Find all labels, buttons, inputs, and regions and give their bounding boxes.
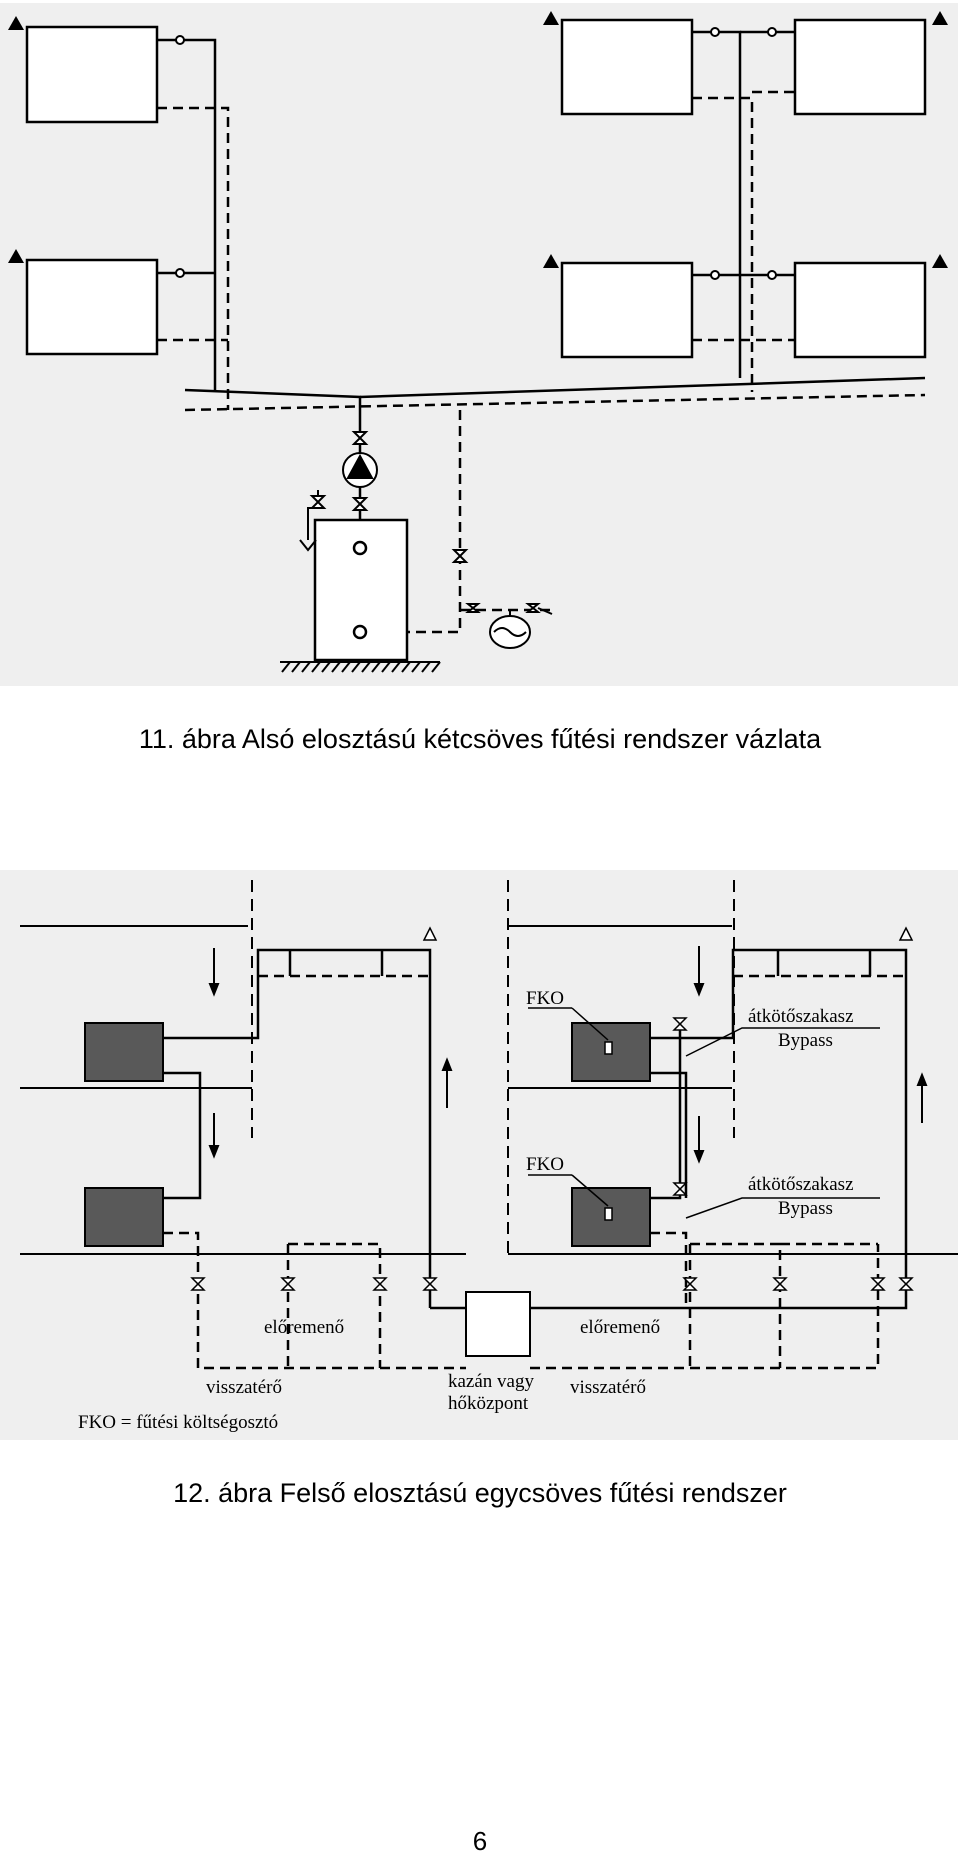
radiator [84, 1022, 164, 1082]
radiator-mid-right-2 [793, 261, 927, 359]
valve-icon [767, 27, 777, 37]
valve-icons [190, 1017, 914, 1291]
valve-icon [351, 431, 369, 445]
air-vent-icon [543, 11, 559, 25]
radiator [84, 1187, 164, 1247]
fko-meter [604, 1041, 613, 1055]
radiators [84, 1022, 651, 1247]
valve-icon [175, 35, 185, 45]
fko-label-bottom: FKO [526, 1154, 564, 1175]
eloremeno-label-left: előremenő [264, 1317, 344, 1338]
bypass-label-top-1: átkötőszakasz [748, 1006, 854, 1027]
bypass-label-top-2: Bypass [778, 1030, 833, 1051]
pump-assembly [342, 431, 378, 511]
boiler-label-2: hőközpont [448, 1393, 529, 1414]
air-vent-icon [543, 254, 559, 268]
air-vent-icon [8, 249, 24, 263]
supply-pipes [163, 948, 908, 1310]
visszatero-label-left: visszatérő [206, 1377, 282, 1398]
fko-meters [604, 1041, 613, 1221]
fko-meter [604, 1207, 613, 1221]
figure-12-diagram: FKO FKO átkötőszakasz Bypass átkötőszaka… [0, 870, 958, 1440]
ground-hatch [280, 661, 441, 673]
valve-icon [767, 270, 777, 280]
boiler-label-1: kazán vagy [448, 1371, 534, 1392]
page-number: 6 [472, 1826, 488, 1856]
safety-valve [299, 490, 327, 552]
boiler [313, 518, 409, 662]
bypass-label-bottom-2: Bypass [778, 1198, 833, 1219]
floor-lines [20, 925, 958, 1255]
air-vent-icon [8, 16, 24, 30]
valve-icon [351, 497, 369, 511]
leader-lines [528, 1007, 880, 1219]
figure-11-caption: 11. ábra Alsó elosztású kétcsöves fűtési… [138, 724, 822, 754]
air-vent-icon [898, 926, 914, 941]
figure-11-diagram [0, 3, 958, 686]
radiator-valve-icons [175, 27, 777, 280]
bypass-label-bottom-1: átkötőszakasz [748, 1174, 854, 1195]
air-vent-icon [422, 926, 438, 941]
return-valve-icon [451, 549, 469, 563]
radiator-mid-right-1 [560, 261, 694, 359]
return-pipes [163, 974, 906, 1370]
expansion-vessel [465, 603, 553, 649]
radiator-top-right-1 [560, 18, 694, 116]
visszatero-label-right: visszatérő [570, 1377, 646, 1398]
wall-lines [251, 880, 735, 1254]
air-vent-icon [932, 11, 948, 25]
figure-12-caption: 12. ábra Felső elosztású egycsöves fűtés… [173, 1478, 787, 1508]
legend-label: FKO = fűtési költségosztó [78, 1412, 278, 1433]
valve-icon [710, 270, 720, 280]
flow-arrows [208, 946, 928, 1164]
air-vent-icons [8, 11, 948, 268]
radiator-top-right-2 [793, 18, 927, 116]
air-vent-icons [422, 926, 914, 941]
valve-icon [710, 27, 720, 37]
radiator-mid-left [25, 258, 159, 356]
boiler-box [465, 1291, 531, 1357]
return-pipes [157, 90, 926, 634]
valve-icon [175, 268, 185, 278]
radiator-top-left [25, 25, 159, 124]
air-vent-icon [932, 254, 948, 268]
eloremeno-label-right: előremenő [580, 1317, 660, 1338]
fko-label-top: FKO [526, 988, 564, 1009]
